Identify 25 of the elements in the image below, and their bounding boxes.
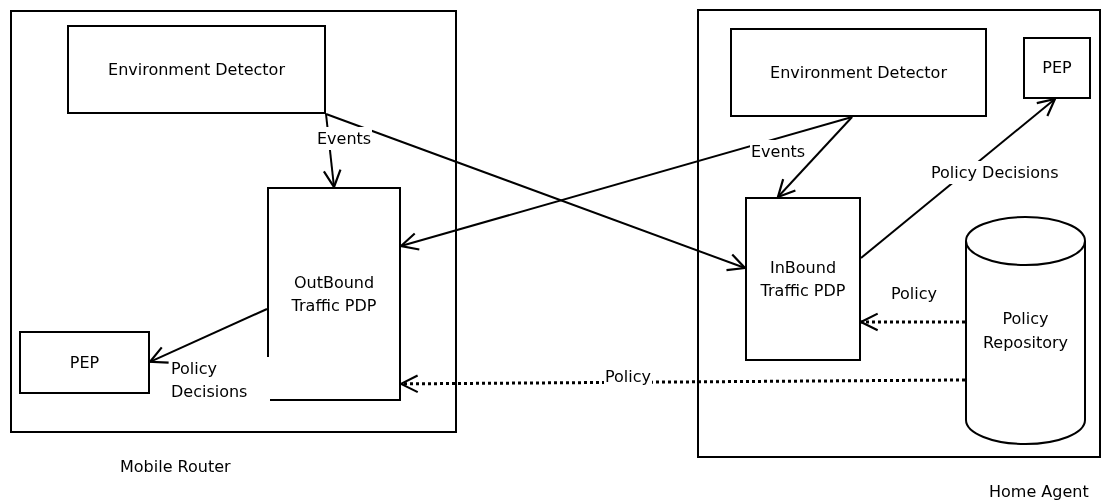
arrow [859,312,965,332]
node-label: OutBound Traffic PDP [290,271,378,317]
database-cylinder [965,216,1086,445]
node-label: Policy Repository [981,308,1070,354]
edge-label: Policy Decisions [930,161,1060,185]
process-box [19,331,150,394]
node-label: Environment Detector [107,58,286,81]
arrow [325,113,747,272]
arrow [148,308,268,364]
process-box [745,197,861,361]
process-box [67,25,326,114]
arrow [399,374,965,394]
arrow [776,116,854,199]
node-label: PEP [1041,57,1073,80]
process-box [267,187,401,401]
edge-label: Policy Decisions [170,357,270,404]
node-label: InBound Traffic PDP [759,256,847,302]
node-label: Environment Detector [769,61,948,84]
group-label: Home Agent [989,481,1089,502]
process-box [1023,37,1091,99]
node-label: PEP [68,351,101,374]
arrow [399,116,854,251]
edge-label: Events [316,127,373,151]
process-box [730,28,987,117]
group-label: Mobile Router [120,456,231,478]
